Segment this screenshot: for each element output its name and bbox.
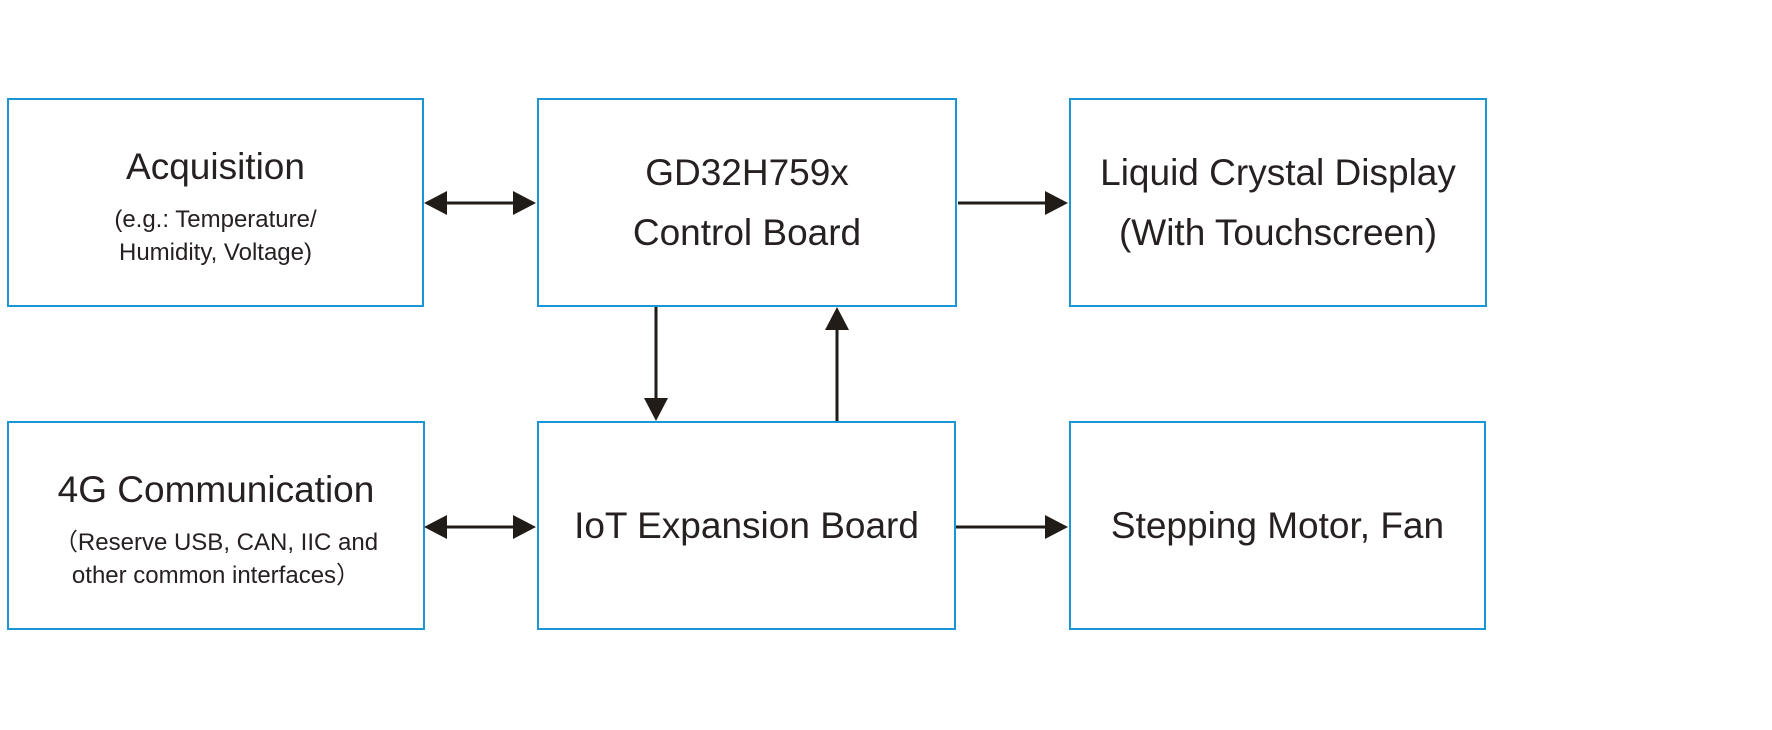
node-lcd-title: Liquid Crystal Display (With Touchscreen… [1100,151,1456,253]
node-iot-expansion-board-title: IoT Expansion Board [574,504,919,546]
arrow-4g-iot-icon [424,515,536,539]
node-stepping-motor-fan-title: Stepping Motor, Fan [1110,504,1445,546]
node-stepping-motor-fan: Stepping Motor, Fan [1069,421,1486,630]
node-4g-communication-title: 4G Communication [57,468,375,510]
node-lcd: Liquid Crystal Display (With Touchscreen… [1069,98,1487,307]
node-control-board: GD32H759x Control Board [537,98,957,307]
node-acquisition-subtitle: (e.g.: Temperature/ Humidity, Voltage) [114,205,317,266]
node-acquisition: Acquisition (e.g.: Temperature/ Humidity… [7,98,424,307]
node-4g-communication: 4G Communication （Reserve USB, CAN, IIC … [7,421,425,630]
node-acquisition-title: Acquisition [126,145,305,187]
arrow-acquisition-controlboard-icon [424,191,536,215]
arrow-controlboard-lcd-icon [958,191,1068,215]
node-iot-expansion-board: IoT Expansion Board [537,421,956,630]
node-4g-communication-subtitle: （Reserve USB, CAN, IIC and other common … [53,528,379,589]
node-control-board-title: GD32H759x Control Board [632,151,862,253]
arrow-iot-motor-icon [956,515,1068,539]
arrow-controlboard-iot-icon [644,307,668,421]
arrow-iot-controlboard-icon [825,307,849,421]
